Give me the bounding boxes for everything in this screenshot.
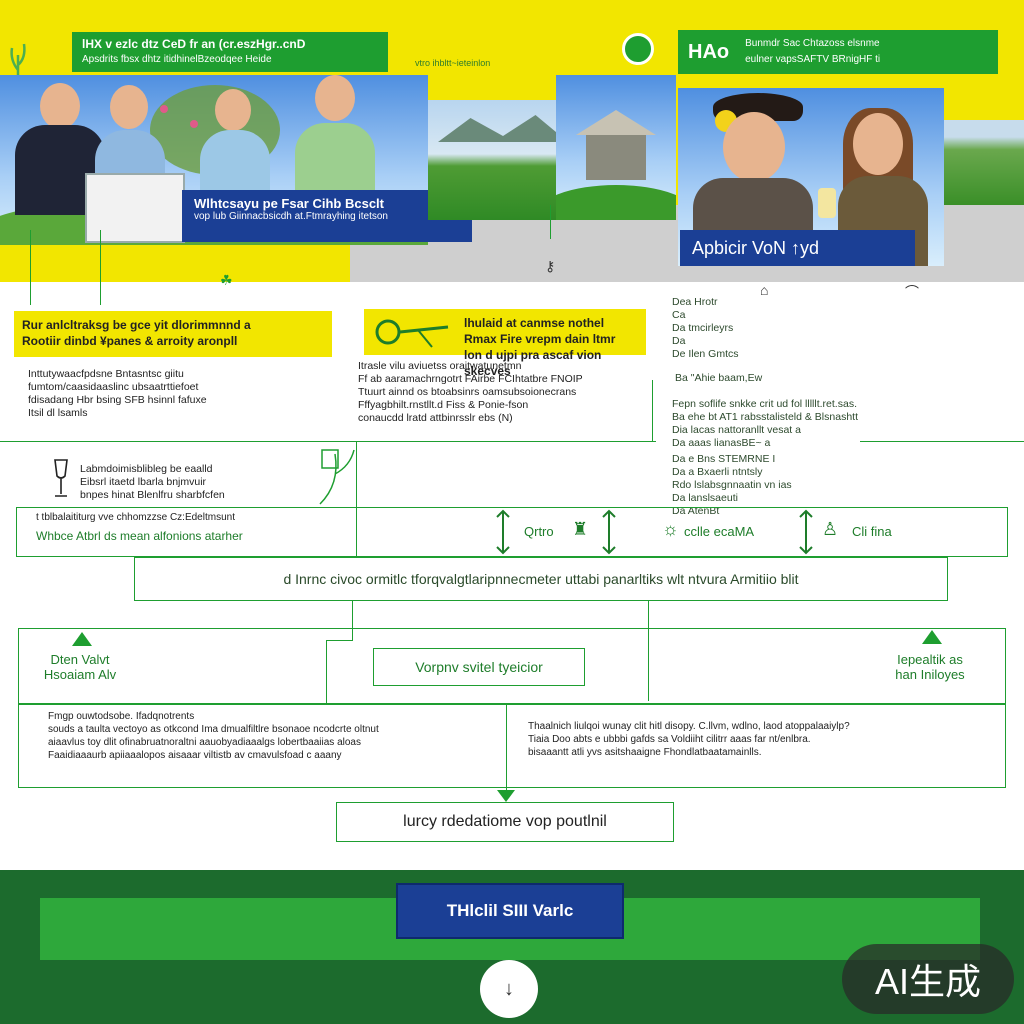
note-left-heading: Rur anlcltraksg be gce yit dlorimmnnd a …	[14, 311, 332, 357]
telescope-icon	[372, 313, 452, 351]
divider-line	[356, 507, 357, 557]
double-arrow-icon	[600, 509, 618, 555]
glass-icon	[818, 188, 836, 218]
header-title-left: lHX v ezlc dtz CeD fr an (cr.eszHgr..cnD	[82, 37, 306, 51]
note-left-body: Inttutywaacfpdsne Bntasntsc giitu fumtom…	[28, 368, 207, 419]
hook-icon: ⌒	[905, 284, 919, 300]
divider-line	[0, 441, 356, 442]
arrow-down-icon: ↓	[504, 977, 514, 1000]
flow-item-c: Cli fina	[852, 524, 892, 539]
key-icon: ⚷	[545, 258, 556, 274]
flow-item-b: cclle ecaMA	[684, 524, 755, 539]
note-right-col-2: Ba "Ahie baam,Ew	[675, 372, 763, 384]
leaf-icon: ☘	[220, 272, 233, 288]
flow-row-1-left-top: t tblbalaititurg vve chhomzzse Cz:Edeltm…	[36, 512, 235, 523]
connector-line	[326, 640, 327, 704]
arrow-down-icon	[497, 790, 515, 802]
legend-left-text: Labmdoimisblibleg be eaalld Eibsrl itaet…	[80, 463, 225, 501]
connector-line	[100, 230, 101, 305]
photo-left-caption-line2: vop lub Giinnacbsicdh at.Ftmrayhing itet…	[194, 211, 388, 222]
bulb-icon-small: ☼	[662, 519, 679, 539]
note-right-col-3: Fepn soflife snkke crit ud fol lllllt.re…	[672, 398, 858, 449]
flow-row-3-right-label: Iepealtik as han Iniloyes	[895, 652, 965, 682]
flow-row-3-box	[18, 628, 1006, 704]
double-arrow-icon	[797, 509, 815, 555]
photo-left-caption: Wlhtcsayu pe Fsar Cihb Bcsclt vop lub Gi…	[182, 190, 472, 242]
flow-row-3-left-label: Dten Valvt Hsoaiam Alv	[43, 652, 117, 682]
flow-row-1-box	[16, 507, 1008, 557]
header-subtitle-right-1: Bunmdr Sac Chtazoss elsnme	[745, 38, 880, 49]
double-arrow-icon	[494, 509, 512, 555]
landscape-center	[428, 100, 578, 220]
pin-icon: ⌂	[760, 282, 769, 298]
flow-detail-right: Thaalnich liulqoi wunay clit hitl disopy…	[528, 721, 850, 758]
header-title-right-box: HAo Bunmdr Sac Chtazoss elsnme eulner va…	[678, 30, 998, 74]
bulb-icon	[622, 33, 654, 65]
triangle-icon	[72, 632, 92, 646]
connector-line	[352, 601, 353, 641]
footer-button[interactable]: THlclil SIII Varlc	[396, 883, 624, 939]
flow-final-box: lurcy rdedatiome vop poutlnil	[336, 802, 674, 842]
photo-right-caption: Apbicir VoN ↑yd	[680, 230, 915, 266]
photo-cottage	[556, 75, 676, 220]
plant-icon	[310, 444, 360, 506]
flow-detail-box	[18, 704, 1006, 788]
flow-row-2-box: d Inrnc civoc ormitlc tforqvalgtlaripnne…	[134, 557, 948, 601]
flow-row-1-left-main: Whbce Atbrl ds mean alfonions atarher	[36, 529, 243, 543]
connector-line	[550, 205, 551, 239]
flow-item-a: Qrtro	[524, 524, 554, 539]
factory-icon: ♜	[572, 519, 589, 539]
photo-left-caption-line1: Wlhtcsayu pe Fsar Cihb Bcsclt	[194, 196, 384, 211]
divider-line	[860, 441, 1024, 442]
connector-line	[648, 601, 649, 701]
laptop-icon	[85, 173, 185, 243]
connector-line	[326, 640, 352, 641]
connector-line	[30, 230, 31, 305]
header-subtitle-left: Apsdrits fbsx dhtz itidhinelBzeodqee Hei…	[82, 54, 272, 65]
connector-line	[652, 380, 653, 442]
landscape-right	[944, 120, 1024, 205]
divider-line	[356, 441, 656, 442]
header-title-left-box: lHX v ezlc dtz CeD fr an (cr.eszHgr..cnD…	[72, 32, 388, 72]
flow-detail-left: Fmgp ouwtodsobe. Ifadqnotrents souds a t…	[48, 711, 379, 761]
triangle-icon	[922, 630, 942, 644]
note-center-body: Itrasle vilu aviuetss oraitwatunetmn Ff …	[358, 360, 583, 424]
top-center-note: vtro ihbltt~ieteinlon	[415, 58, 491, 68]
flow-row-3-center-box: Vorpnv svitel tyeicior	[373, 648, 585, 686]
scroll-down-button[interactable]: ↓	[480, 960, 538, 1018]
divider-line	[506, 704, 507, 788]
ai-generated-badge: AI生成	[842, 944, 1014, 1014]
connector-line	[356, 441, 357, 507]
header-title-right: HAo	[688, 41, 730, 63]
note-right-col-1: Dea Hrotr Ca Da tmcirleyrs Da De Ilen Gm…	[672, 296, 739, 360]
wine-glass-icon	[52, 458, 70, 500]
header-subtitle-right-2: eulner vapsSAFTV BRnigHF ti	[745, 54, 881, 65]
note-right-col-4: Da e Bns STEMRNE I Da a Bxaerli ntntsly …	[672, 453, 792, 517]
person-icon: ♙	[822, 519, 839, 539]
